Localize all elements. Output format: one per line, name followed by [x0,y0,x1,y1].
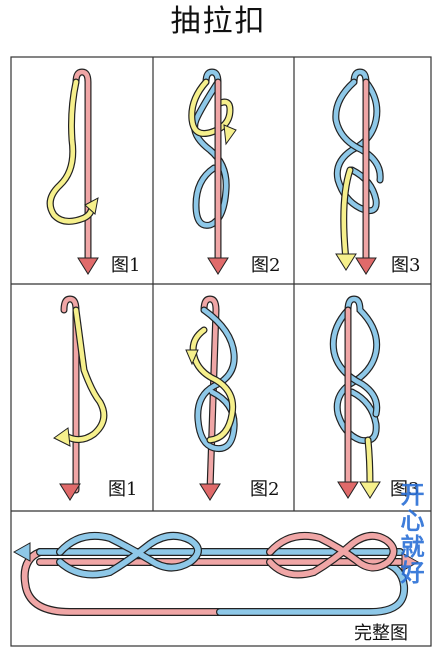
figure-label-r2c1: 图1 [108,479,138,500]
yellow-arrowhead [335,253,357,271]
page-title: 抽拉扣 [170,4,267,39]
yellow-arrowhead [84,197,99,215]
yellow-strand [364,436,374,490]
figure-label-r1c1: 图1 [111,255,141,276]
yellow-arrowhead [53,427,71,447]
panel-r2c1 [53,295,108,501]
pink-arrowhead [337,481,359,499]
panel-r1c1 [46,68,99,275]
yellow-arrowhead [359,481,381,499]
watermark: 开心就好 [396,482,425,586]
figure-label-r1c3: 图3 [391,255,421,276]
panel-r1c3 [332,68,384,275]
blue-strand [329,295,381,445]
panel-r2c2 [185,295,238,501]
blue-strand [191,68,230,229]
figure-label-r2c2: 图2 [250,479,280,500]
pink-arrowhead-right [401,552,420,572]
pink-arrowhead [199,483,221,501]
pink-strand [72,68,92,269]
yellow-strand [189,326,237,444]
blue-strand [194,306,238,453]
figure-label-complete: 完整图 [354,623,408,644]
pink-arrowhead [355,257,377,275]
pink-arrowhead [77,257,99,275]
pink-strand [60,295,80,494]
panel-r1c2 [188,68,237,275]
pink-arrowhead [59,483,81,501]
figure-label-r2c3: 图3 [390,479,420,500]
pink-strand [200,295,220,494]
yellow-strand [62,306,108,443]
pink-arrowhead [207,257,229,275]
yellow-strand [46,78,96,225]
yellow-arrowhead [223,124,237,146]
yellow-loop [188,78,234,137]
blue-arrowhead-left [12,542,31,562]
panel-r2c3 [329,295,381,499]
panel-complete [12,531,420,616]
panel-grid [10,56,432,647]
blue-strand [332,68,384,215]
yellow-arrowhead [185,349,199,366]
figure-label-r1c2: 图2 [251,255,281,276]
yellow-strand [340,166,354,264]
outer-frame [10,56,432,647]
